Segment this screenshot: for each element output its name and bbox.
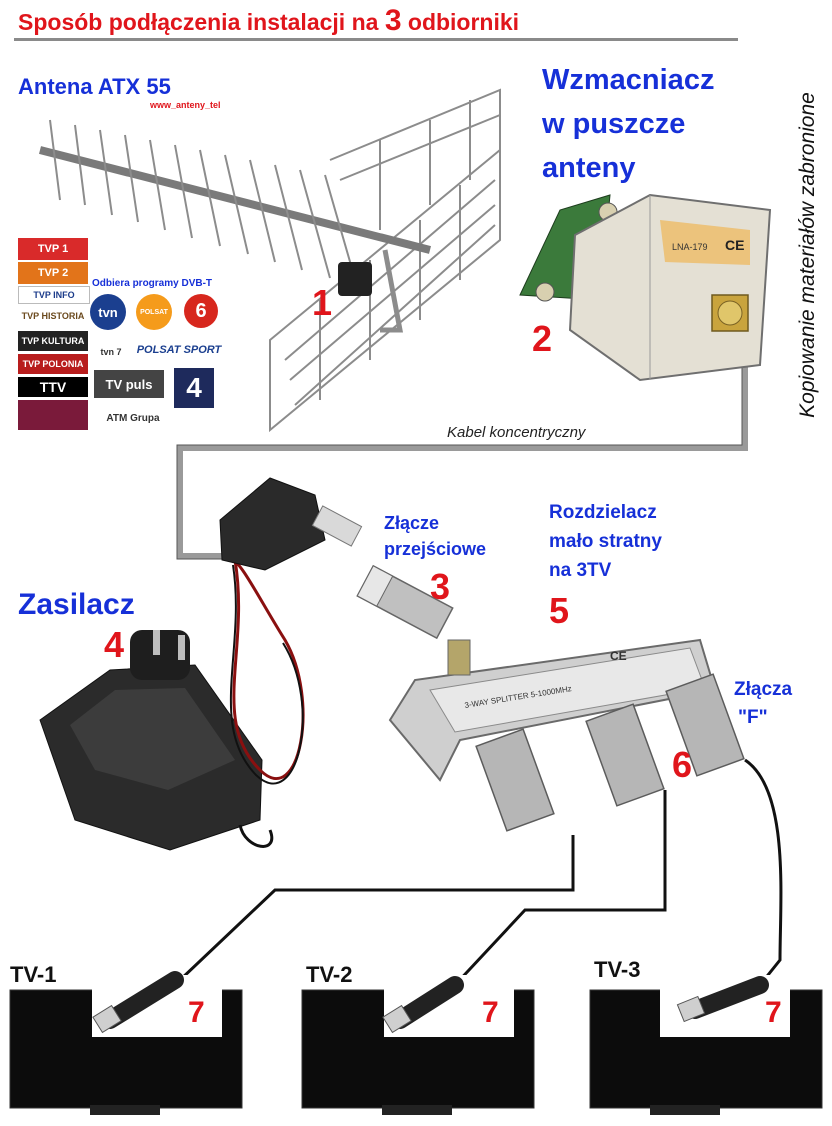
tv-2-drawing: [301, 975, 535, 1115]
adapter-label: Złącze przejściowe: [384, 513, 487, 559]
antenna-label: Antena ATX 55: [18, 74, 171, 99]
logo-tvp-historia: TVP HISTORIA: [18, 304, 88, 328]
logo-tvp-info: TVP INFO: [18, 286, 90, 304]
adapter-connector-drawing: [356, 564, 454, 640]
tv-3-drawing: [589, 975, 823, 1115]
logo-tv6: 6: [184, 294, 218, 328]
connectors-number: 6: [672, 744, 693, 785]
logo-tvn7: tvn 7: [96, 338, 126, 366]
logo-tvp-polonia: TVP POLONIA: [18, 354, 88, 374]
antenna-amp-box: [338, 262, 372, 296]
logo-tvp2: TVP 2: [18, 262, 88, 284]
psu-label: Zasilacz: [18, 588, 135, 621]
amplifier-label: Wzmacniacz w puszcze anteny: [542, 64, 715, 184]
svg-text:CE: CE: [725, 237, 744, 253]
antenna-number: 1: [312, 282, 333, 323]
tv-plug-3: [676, 976, 769, 1023]
adapter-number: 3: [430, 566, 451, 607]
splitter-drawing: 3-WAY SPLITTER 5-1000MHz CE: [388, 638, 745, 832]
tv-1-number: 7: [188, 996, 205, 1029]
svg-text:CE: CE: [610, 649, 627, 663]
antenna-url: www_anteny_tel: [150, 100, 221, 110]
dvbt-caption: Odbiera programy DVB-T: [92, 278, 213, 289]
amplifier-drawing: LNA-179 CE: [519, 193, 772, 382]
tv-plug-1: [92, 971, 184, 1034]
connectors-label: Złącza "F": [734, 679, 793, 728]
channel-logos: TVP 1 TVP 2 TVP INFO TVP HISTORIA TVP KU…: [18, 238, 228, 433]
tv-plug-2: [382, 976, 464, 1034]
power-supply-drawing: [39, 558, 305, 851]
logo-polsat: POLSAT: [136, 294, 172, 330]
amplifier-number: 2: [532, 318, 553, 359]
splitter-label: Rozdzielacz mało stratny na 3TV: [549, 502, 662, 581]
tv-1-drawing: [9, 975, 243, 1115]
title-underline: [14, 38, 738, 41]
logo-ttv: TTV: [18, 377, 88, 397]
logo-tvn: tvn: [90, 294, 126, 330]
splitter-number: 5: [549, 590, 570, 631]
cable-label: Kabel koncentryczny: [447, 424, 586, 441]
page-title: Sposób podłączenia instalacji na 3 odbio…: [18, 4, 520, 37]
svg-text:LNA-179: LNA-179: [672, 242, 708, 252]
tv-3-label: TV-3: [594, 957, 641, 982]
tv-1-label: TV-1: [10, 962, 57, 987]
logo-tv4: 4: [174, 368, 214, 408]
logo-tvp-kultura: TVP KULTURA: [18, 331, 88, 351]
psu-number: 4: [104, 624, 125, 665]
tv-3-number: 7: [765, 996, 782, 1029]
tv-2-number: 7: [482, 996, 499, 1029]
coax-cable: [177, 325, 748, 559]
logo-polsat-sport: POLSAT SPORT: [134, 338, 224, 362]
logo-placeholder: [18, 400, 88, 430]
logo-atm-grupa: ATM Grupa: [98, 406, 168, 430]
logo-tvp1: TVP 1: [18, 238, 88, 260]
logo-tv-puls: TV puls: [94, 370, 164, 398]
tv-2-label: TV-2: [306, 962, 353, 987]
cable-plug-drawing: [219, 477, 363, 571]
